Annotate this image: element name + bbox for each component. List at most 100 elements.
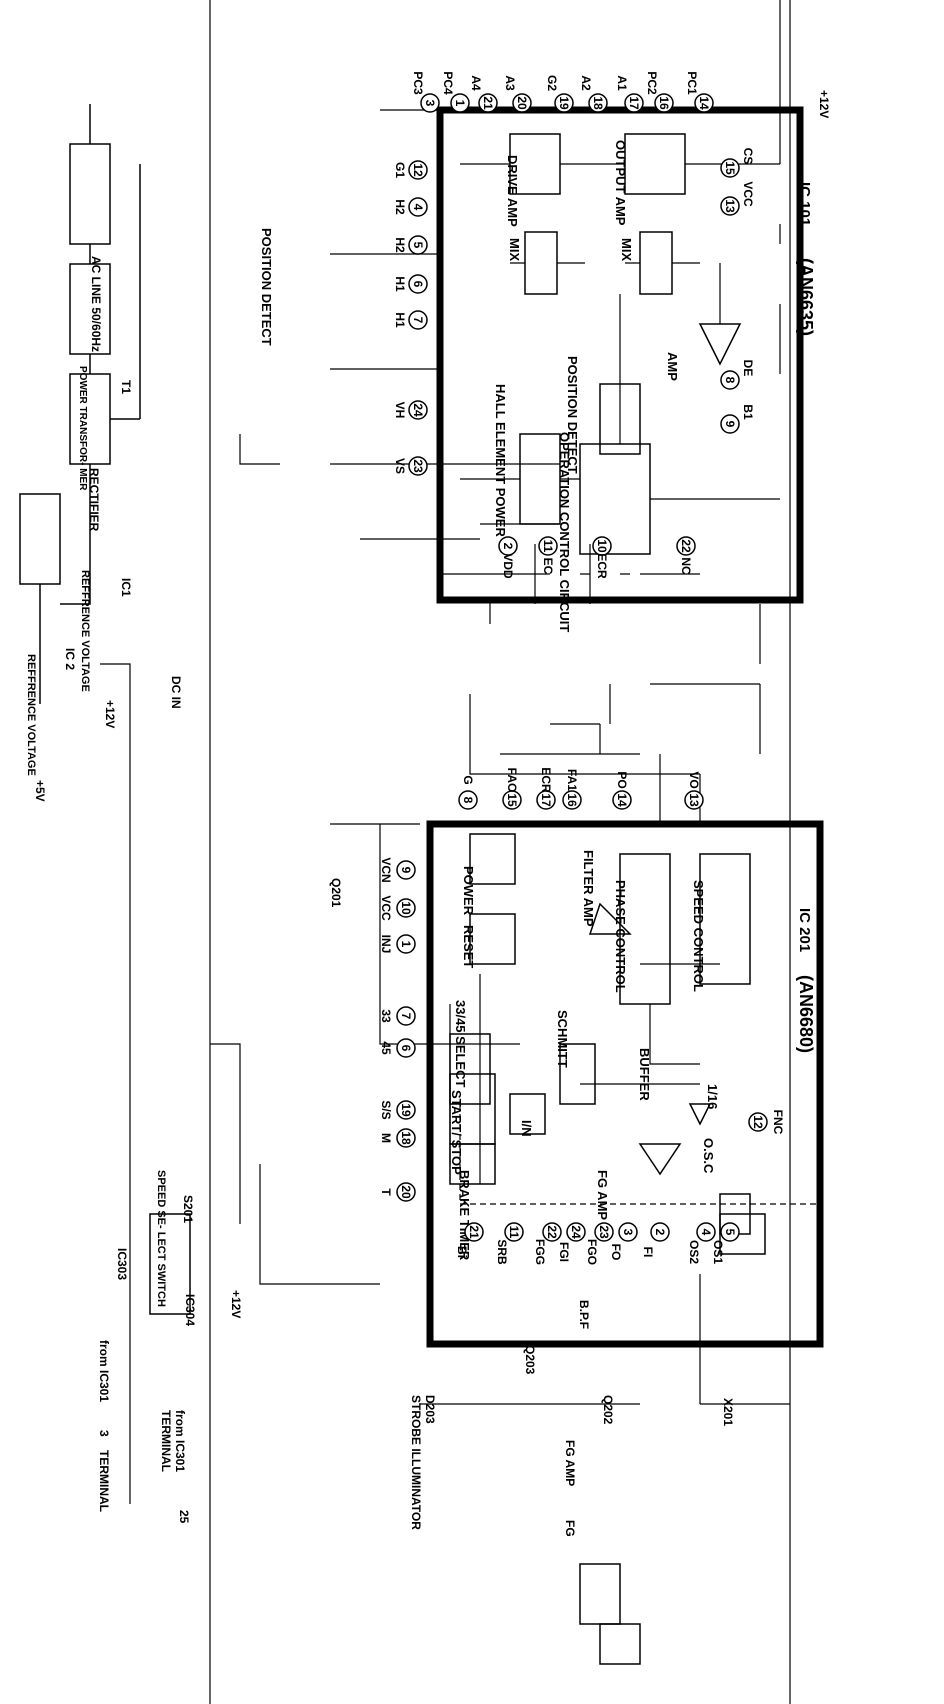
ic101-pin-4-circle	[408, 197, 428, 217]
ic101-pin-13-label: VCC	[741, 181, 755, 207]
ic304-label: IC304	[183, 1294, 197, 1326]
ic201-pin-16-number: 16	[565, 793, 579, 807]
ic201-pin-9-number: 9	[399, 867, 413, 874]
ic201-name: IC 201	[796, 908, 813, 952]
ic201-fg-amp-label: FG AMP	[595, 1170, 610, 1220]
ic201-pin-24-label: FGI	[557, 1242, 571, 1262]
ic201-schmitt-label: SCHMITT	[555, 1010, 570, 1068]
ic101-pin-18-circle	[588, 93, 608, 113]
ic2-label: IC 2	[63, 648, 77, 670]
ic303-label: IC303	[115, 1248, 129, 1280]
power-section	[19, 104, 641, 1665]
ic101-pin-24-label: VH	[393, 402, 407, 419]
q201-label: Q201	[329, 878, 343, 908]
ic201-pin-1-number: 1	[399, 941, 413, 948]
ic201-pin-7-number: 7	[399, 1013, 413, 1020]
from-ic301-25-label: from IC301	[173, 1410, 187, 1472]
ic201-pin-7-circle	[396, 1006, 416, 1026]
ic201-pin-5-circle	[720, 1222, 740, 1242]
ic101-pin-24-number: 24	[411, 403, 425, 417]
ic1-label: IC1	[119, 578, 133, 597]
ic101-position-detect-label: POSITION DETECT	[565, 356, 580, 474]
ic101-pin-9-circle	[720, 414, 740, 434]
ic201-pin-22-label: FGG	[533, 1239, 547, 1265]
ic201-filter-amp	[588, 902, 632, 935]
ic101-mix-left-label: MIX	[507, 238, 522, 261]
ic101-pin-16-number: 16	[657, 96, 671, 110]
ic201-pin-6-label: 45	[379, 1041, 393, 1055]
ref1-label: REFFRENCE VOLTAGE	[79, 570, 91, 692]
terminal-3-num: 3	[97, 1430, 111, 1437]
ic101-pin-6-circle	[408, 274, 428, 294]
ic101-pin-14-circle	[694, 93, 714, 113]
ic101-block-labels: DRIVE AMP OUTPUT AMP MIX MIX AMP POSITIO…	[259, 140, 680, 632]
ic101-mix-right-label: MIX	[619, 238, 634, 261]
ic101-pin-3-circle	[420, 93, 440, 113]
ic201-pin-24-circle	[566, 1222, 586, 1242]
ic101-pin-3-label: PC3	[411, 71, 425, 95]
ic101-pin-17-label: A1	[615, 75, 629, 91]
ic201-pin-3-number: 3	[621, 1229, 635, 1236]
ic201-start-stop-label: START/ STOP	[449, 1090, 464, 1175]
ic201-pin-23-circle	[594, 1222, 614, 1242]
ic201-pin-23-number: 23	[597, 1225, 611, 1239]
ic101-pin-5-number: 5	[411, 242, 425, 249]
ic201-speed-control	[699, 853, 751, 985]
ic101-pin-19-number: 19	[557, 96, 571, 110]
fg-amp-label: FG AMP	[563, 1440, 577, 1486]
fg-label: FG	[563, 1520, 577, 1537]
ic201-div16-label: 1/16	[705, 1084, 720, 1109]
ic201-pin-10-label: VCC	[379, 895, 393, 921]
ic101-part: (AN6635)	[796, 258, 816, 336]
ic101-pin-23-number: 23	[411, 459, 425, 473]
ic201-pin-14-circle	[612, 790, 632, 810]
ic201-pin-2-circle	[650, 1222, 670, 1242]
ic201-pin-3-circle	[618, 1222, 638, 1242]
ic101-pin-19-label: G2	[545, 75, 559, 91]
ic201-buffer-label: BUFFER	[637, 1048, 652, 1101]
ic201-osc-label: O.S.C	[701, 1138, 716, 1174]
ic101-pin-10-label: ECR	[595, 553, 609, 579]
ic201-pin-9-label: VCN	[379, 857, 393, 882]
ic101-op-control-label: OPERATION CONTROL CIRCUIT	[557, 432, 572, 632]
bpf-label: B.P.F	[577, 1300, 591, 1329]
external-wiring	[100, 0, 791, 1704]
ic201-pin-6-number: 6	[399, 1045, 413, 1052]
ic201-pin-3-label: FO	[609, 1244, 623, 1261]
ic201-pin-4-label: OS2	[687, 1240, 701, 1264]
ic201	[426, 820, 824, 1348]
ic201-pin-4-circle	[696, 1222, 716, 1242]
ic101-output-amp-label: OUTPUT AMP	[613, 140, 628, 226]
ic101-pin-6-label: H1	[393, 276, 407, 292]
ic101-pin-1-number: 1	[453, 100, 467, 107]
ic101-pin-21-label: A4	[469, 75, 483, 91]
ic201-power-label: POWER	[461, 866, 476, 916]
ic101-position-detect-ext: POSITION DETECT	[259, 228, 274, 346]
ic101-pin-1-label: PC4	[441, 71, 455, 95]
x201-label: X201	[721, 1398, 735, 1426]
ic201-pin-11-circle	[504, 1222, 524, 1242]
ic201-pin-13-circle	[684, 790, 704, 810]
ic101-pin-4-number: 4	[411, 204, 425, 211]
ic101-pin-9-number: 9	[723, 421, 737, 428]
ic201-filter-amp-label: FILTER AMP	[581, 850, 596, 927]
ic201-pin-15-number: 15	[505, 793, 519, 807]
ic201-pin-18-number: 18	[399, 1131, 413, 1145]
ic201-speed-control-label: SPEED CONTROL	[691, 880, 706, 992]
ac-line-label: AC LINE 50/60Hz	[89, 256, 103, 352]
ic201-pin-8-label: G	[461, 775, 475, 784]
ic201-pin-16-circle	[562, 790, 582, 810]
rectifier-label: RECTIFIER	[87, 468, 101, 532]
ic201-pin-1-label: INJ	[379, 935, 393, 954]
ic201-osc	[719, 1213, 766, 1255]
ic201-part: (AN6680)	[796, 975, 816, 1053]
ic101-pin-4-label: H2	[393, 199, 407, 215]
ic201-pin-17-number: 17	[539, 793, 553, 807]
plus12-label: +12V	[103, 700, 117, 728]
speed-switch-label: SPEED SE- LECT SWITCH	[155, 1170, 167, 1307]
ic201-pin-11-number: 11	[507, 1226, 521, 1239]
ic101-pin-6-number: 6	[411, 281, 425, 288]
ic101-pin-17-number: 17	[627, 96, 641, 110]
ic201-pin-17-label: ECR	[539, 767, 553, 793]
